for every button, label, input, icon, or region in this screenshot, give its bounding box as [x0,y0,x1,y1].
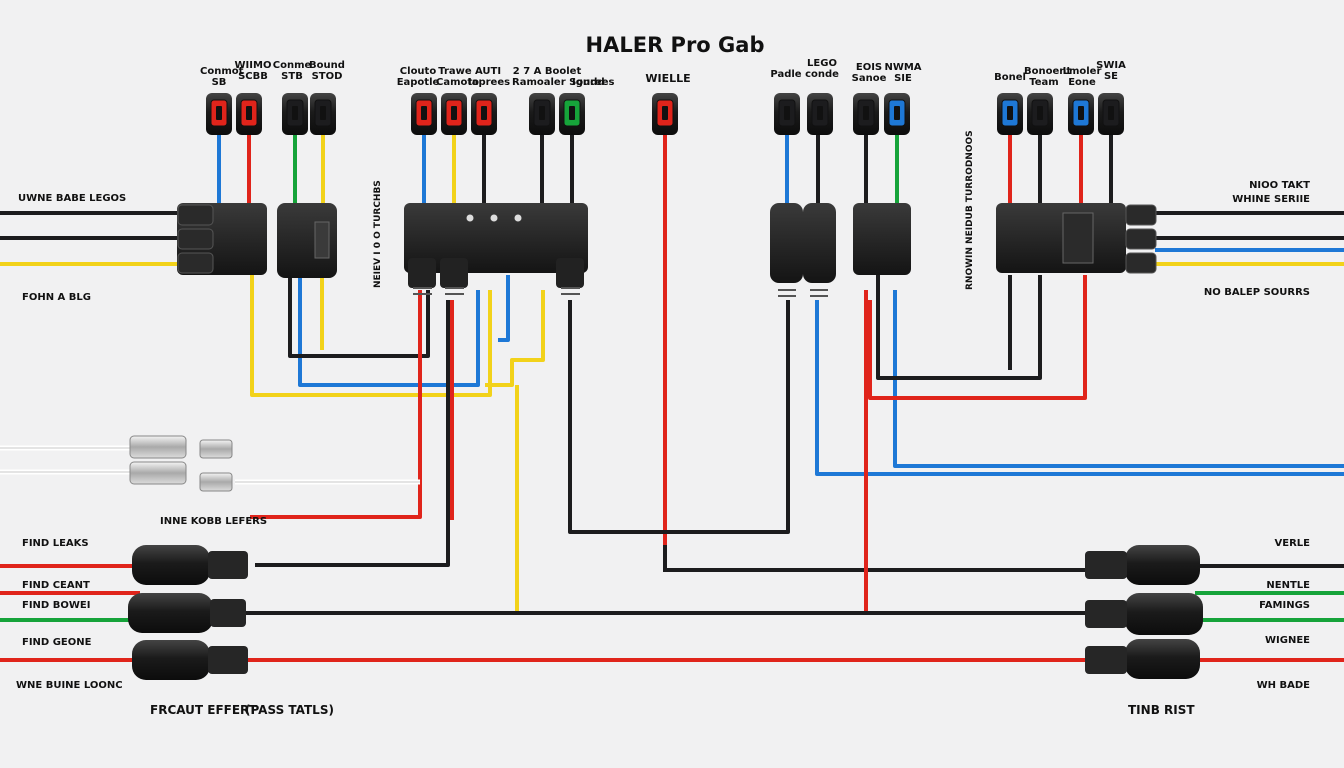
plug-connector-icon [559,93,585,135]
plug-connector-icon [411,93,437,135]
top-connectors [206,93,1124,135]
fuse-icon [199,472,233,492]
plug-connector-icon [884,93,910,135]
plug-connector-icon [236,93,262,135]
plug-connector-icon [807,93,833,135]
plug-connector-icon [1027,93,1053,135]
footer-left: FRCAUT EFFERT [150,703,257,717]
plug-connector-icon [853,93,879,135]
bottom-left-label: FIND LEAKS [22,538,89,549]
bottom-cables [0,564,1344,662]
plug-connector-icon [529,93,555,135]
vertical-label: RNOWIN NEIDUB TURRODNOOS [965,130,975,290]
fuse-icon [129,435,187,459]
plug-connector-icon [1068,93,1094,135]
fuse-icon [129,461,187,485]
footer-right: TINB RIST [1128,703,1195,717]
right-center-connectors [770,203,911,297]
bottom-right-label: NENTLE [1266,580,1310,591]
connector-label: Bonel [994,72,1026,83]
plug-connector-icon [774,93,800,135]
left-side-wires [0,211,180,266]
connector-label: Padle [770,69,802,80]
vertical-label: NEIEV I 0 O TURCHBS [373,180,383,288]
side-label: NO BALEP SOURRS [1203,287,1310,298]
bottom-left-label: FIND BOWEI [22,600,91,611]
footer-mid: (PASS TATLS) [245,703,334,717]
routed-wires [250,275,1344,612]
left-hub [177,203,267,275]
right-side-wires [1155,211,1344,266]
plug-connector-icon [997,93,1023,135]
bottom-left-label: FIND CEANT [22,580,90,591]
bottom-right-label: WIGNEE [1265,635,1310,646]
fuse-group [0,435,420,492]
connector-label: Ignrees [572,77,615,88]
right-hub [996,203,1157,274]
plug-connector-icon [1098,93,1124,135]
bottom-left-label: WNE BUINE LOONC [16,680,123,691]
plug-connector-icon [471,93,497,135]
plug-connector-icon [282,93,308,135]
side-label: WHINE SERIIE [1232,194,1310,205]
side-label: UWNE BABE LEGOS [18,193,127,204]
plug-connector-icon [310,93,336,135]
side-label: FOHN A BLG [22,292,91,303]
bottom-inline-connectors [128,545,1203,680]
plug-connector-icon [652,93,678,135]
side-label: INNE KOBB LEFERS [160,516,268,527]
bottom-right-label: FAMINGS [1259,600,1310,611]
left-junction-block [277,203,337,278]
connector-label: WIELLE [645,72,691,85]
diagram-title: HALER Pro Gab [585,33,765,57]
fuse-icon [199,439,233,459]
side-label: NIOO TAKT [1249,180,1310,191]
center-distribution-hub [404,203,588,295]
bottom-right-label: WH BADE [1256,680,1310,691]
plug-connector-icon [206,93,232,135]
plug-connector-icon [441,93,467,135]
bottom-left-label: FIND GEONE [22,637,92,648]
bottom-right-label: VERLE [1274,538,1310,549]
top-drop-wires [217,130,1113,207]
